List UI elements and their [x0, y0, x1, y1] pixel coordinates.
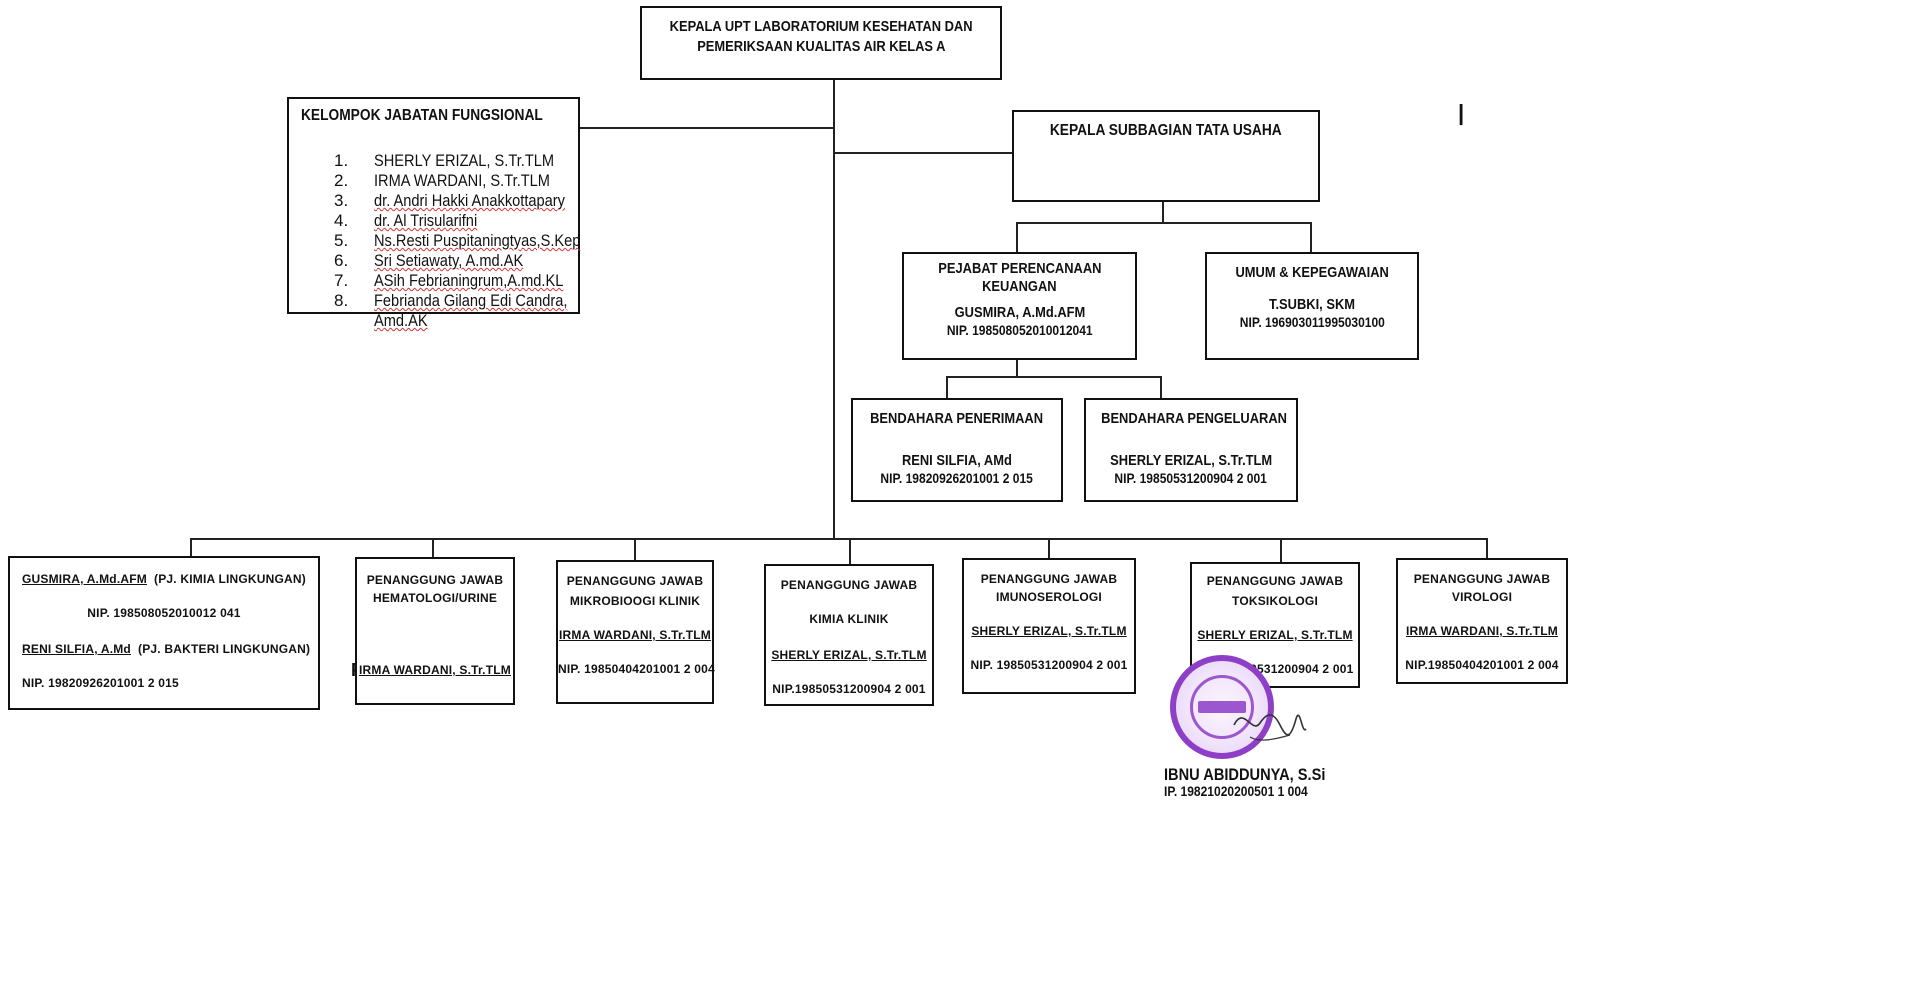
penerimaan-title: BENDAHARA PENERIMAAN [870, 410, 1044, 427]
hematologi-title1: PENANGGUNG JAWAB [366, 573, 504, 587]
connector-line [1016, 222, 1312, 224]
unit-mikrobiologi-box: PENANGGUNG JAWAB MIKROBIOOGI KLINIK IRMA… [556, 560, 715, 704]
bendahara-penerimaan-box: BENDAHARA PENERIMAAN RENI SILFIA, AMd NI… [851, 398, 1063, 502]
mikrobiologi-title2: MIKROBIOOGI KLINIK [569, 594, 701, 608]
connector-line [1048, 538, 1050, 558]
toksikologi-title1: PENANGGUNG JAWAB [1206, 574, 1344, 588]
connector-line [190, 538, 192, 556]
connector-line [946, 376, 948, 400]
connector-line [849, 538, 851, 564]
connector-line [1016, 222, 1018, 252]
fungsional-list: 1.SHERLY ERIZAL, S.Tr.TLM 2.IRMA WARDANI… [334, 151, 614, 331]
fungsional-item: 8.Febrianda Gilang Edi Candra,Amd.AK [334, 291, 568, 330]
connector-line [190, 538, 1488, 540]
kimia-klinik-title2: KIMIA KLINIK [809, 612, 889, 626]
fungsional-item: 6.Sri Setiawaty, A.md.AK [334, 251, 524, 270]
penerimaan-name: RENI SILFIA, AMd [902, 452, 1012, 469]
virologi-title1: PENANGGUNG JAWAB [1413, 572, 1551, 586]
fungsional-item: 2.IRMA WARDANI, S.Tr.TLM [334, 171, 550, 190]
unit-kimia-lingkungan-box: GUSMIRA, A.Md.AFM (PJ. KIMIA LINGKUNGAN)… [8, 556, 320, 710]
unit-hematologi-box: PENANGGUNG JAWAB HEMATOLOGI/URINE IRMA W… [355, 557, 515, 705]
hematologi-name: IRMA WARDANI, S.Tr.TLM [359, 663, 511, 677]
head-box: KEPALA UPT LABORATORIUM KESEHATAN DAN PE… [640, 6, 1002, 80]
kimia-klinik-name: SHERLY ERIZAL, S.Tr.TLM [771, 648, 927, 662]
imunoserologi-title1: PENANGGUNG JAWAB [980, 572, 1118, 586]
signature-scribble [1233, 714, 1307, 741]
bendahara-pengeluaran-box: BENDAHARA PENGELUARAN SHERLY ERIZAL, S.T… [1084, 398, 1298, 502]
imunoserologi-title2: IMUNOSEROLOGI [996, 590, 1102, 604]
kimia-lingkungan-name1: GUSMIRA, A.Md.AFM [22, 572, 147, 586]
virologi-title2: VIROLOGI [1451, 590, 1513, 604]
connector-line [1160, 376, 1162, 400]
toksikologi-name: SHERLY ERIZAL, S.Tr.TLM [1197, 628, 1353, 642]
connector-line [634, 538, 636, 560]
kimia-klinik-title1: PENANGGUNG JAWAB [780, 578, 918, 592]
pengeluaran-nip: NIP. 19850531200904 2 001 [1114, 470, 1268, 486]
imunoserologi-name: SHERLY ERIZAL, S.Tr.TLM [971, 624, 1127, 638]
umum-name: T.SUBKI, SKM [1268, 296, 1355, 313]
seal-inner-ring [1190, 675, 1254, 739]
fungsional-box: KELOMPOK JABATAN FUNGSIONAL 1.SHERLY ERI… [287, 97, 580, 330]
perencanaan-name: GUSMIRA, A.Md.AFM [954, 304, 1085, 321]
perencanaan-title1: PEJABAT PERENCANAAN [937, 260, 1102, 277]
fungsional-item: 7.ASih Febrianingrum,A.md.KL [334, 271, 564, 290]
connector-line [946, 376, 1162, 378]
virologi-nip: NIP.19850404201001 2 004 [1405, 658, 1559, 672]
kimia-lingkungan-nip1: NIP. 198508052010012 041 [87, 606, 241, 620]
unit-virologi-box: PENANGGUNG JAWAB VIROLOGI IRMA WARDANI, … [1396, 558, 1568, 684]
head-title-line1: KEPALA UPT LABORATORIUM KESEHATAN DAN [669, 18, 973, 35]
fungsional-item: 4.dr. Al Trisularifni [334, 211, 478, 230]
signatory-nip: IP. 19821020200501 1 004 [1164, 783, 1308, 799]
connector-line [1280, 538, 1282, 562]
mikrobiologi-nip: NIP. 19850404201001 2 004 [558, 662, 715, 676]
virologi-name: IRMA WARDANI, S.Tr.TLM [1406, 624, 1558, 638]
unit-kimia-klinik-box: PENANGGUNG JAWAB KIMIA KLINIK SHERLY ERI… [764, 564, 934, 706]
perencanaan-title2: KEUANGAN [982, 278, 1057, 295]
official-seal-stamp [1170, 655, 1274, 759]
imunoserologi-nip: NIP. 19850531200904 2 001 [970, 658, 1128, 672]
pengeluaran-name: SHERLY ERIZAL, S.Tr.TLM [1109, 452, 1273, 469]
tata-usaha-box: KEPALA SUBBAGIAN TATA USAHA [1012, 110, 1320, 202]
tata-usaha-title: KEPALA SUBBAGIAN TATA USAHA [1050, 122, 1282, 139]
head-title-line2: PEMERIKSAAN KUALITAS AIR KELAS A [696, 38, 946, 55]
unit-imunoserologi-box: PENANGGUNG JAWAB IMUNOSEROLOGI SHERLY ER… [962, 558, 1136, 694]
fungsional-item: 5.Ns.Resti Puspitaningtyas,S.Kep [334, 231, 581, 250]
mikrobiologi-name: IRMA WARDANI, S.Tr.TLM [559, 628, 711, 642]
perencanaan-box: PEJABAT PERENCANAAN KEUANGAN GUSMIRA, A.… [902, 252, 1137, 360]
hematologi-title2: HEMATOLOGI/URINE [372, 591, 498, 605]
kimia-lingkungan-name2: RENI SILFIA, A.Md [22, 642, 131, 656]
umum-nip: NIP. 196903011995030100 [1239, 314, 1385, 330]
connector-line [580, 127, 835, 129]
connector-line [1162, 202, 1164, 224]
penerimaan-nip: NIP. 19820926201001 2 015 [880, 470, 1034, 486]
connector-line [1486, 538, 1488, 558]
connector-line [432, 538, 434, 558]
umum-box: UMUM & KEPEGAWAIAN T.SUBKI, SKM NIP. 196… [1205, 252, 1419, 360]
kimia-lingkungan-nip2: NIP. 19820926201001 2 015 [22, 676, 179, 690]
stray-mark: | [1458, 100, 1465, 125]
pengeluaran-title: BENDAHARA PENGELUARAN [1101, 410, 1287, 427]
kimia-lingkungan-role2: (PJ. BAKTERI LINGKUNGAN) [138, 642, 311, 656]
connector-line [1016, 358, 1018, 378]
umum-title: UMUM & KEPEGAWAIAN [1235, 264, 1389, 281]
kimia-lingkungan-role1: (PJ. KIMIA LINGKUNGAN) [154, 572, 306, 586]
connector-line [833, 80, 835, 540]
signatory-name: IBNU ABIDDUNYA, S.Si [1164, 765, 1326, 784]
connector-line [1310, 222, 1312, 252]
connector-line [833, 152, 1013, 154]
fungsional-item: 3.dr. Andri Hakki Anakkottapary [334, 191, 565, 210]
fungsional-item: 1.SHERLY ERIZAL, S.Tr.TLM [334, 151, 555, 170]
perencanaan-nip: NIP. 198508052010012041 [946, 322, 1093, 338]
fungsional-title: KELOMPOK JABATAN FUNGSIONAL [301, 107, 543, 124]
mikrobiologi-title1: PENANGGUNG JAWAB [566, 574, 704, 588]
toksikologi-title2: TOKSIKOLOGI [1232, 594, 1318, 608]
kimia-klinik-nip: NIP.19850531200904 2 001 [772, 682, 926, 696]
seal-center-band [1198, 701, 1246, 713]
